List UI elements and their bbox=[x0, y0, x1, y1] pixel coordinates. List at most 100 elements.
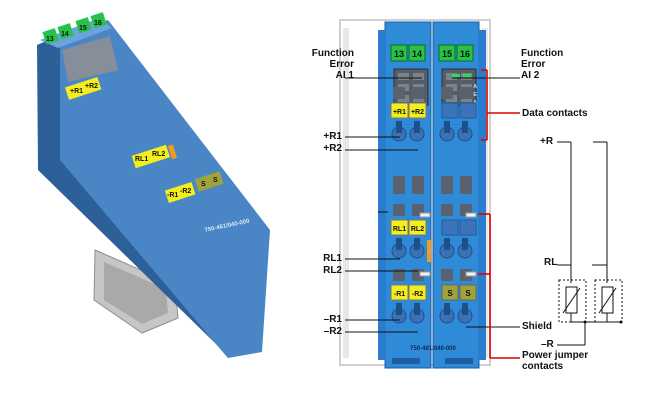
module-shield-label-0: S bbox=[447, 289, 453, 298]
module-grey-tab bbox=[393, 204, 405, 216]
schematic-sensor-box-1 bbox=[558, 279, 587, 323]
module-minus-label-box bbox=[408, 284, 427, 301]
photo-minus-r1: -R1 bbox=[167, 192, 178, 199]
photo-led-window bbox=[62, 36, 118, 82]
module-grey-tab bbox=[441, 87, 453, 99]
photo-plus-r1: +R1 bbox=[70, 88, 83, 95]
module-led-letter-a1: A bbox=[473, 84, 477, 90]
module-led-letter-e1: E bbox=[473, 92, 477, 98]
photo-terminal-14: 14 bbox=[61, 31, 69, 38]
module-clamp-slot bbox=[444, 121, 450, 133]
module-led-green bbox=[463, 74, 471, 77]
label-left-status: Function Error AI 1 bbox=[311, 48, 354, 81]
module-led-cell bbox=[446, 73, 457, 80]
module-grey-tab bbox=[441, 204, 453, 216]
label-shield: Shield bbox=[522, 321, 553, 332]
module-blank-box bbox=[441, 102, 459, 119]
module-shield-blank bbox=[441, 219, 459, 236]
module-part-number: 750-481/040-000 bbox=[410, 346, 456, 352]
module-clamp-slot bbox=[396, 303, 402, 315]
module-led-cell bbox=[398, 73, 409, 80]
schematic-plus-r: +R bbox=[540, 136, 554, 147]
schematic-resistor-2-slash bbox=[598, 287, 617, 314]
module-jumper-contact bbox=[465, 212, 477, 218]
din-rail-slot bbox=[104, 262, 168, 324]
module-minus-label-1: -R2 bbox=[412, 291, 423, 298]
module-rail-left bbox=[343, 28, 349, 358]
photo-rl2: RL2 bbox=[152, 151, 165, 158]
module-clamp-slot bbox=[414, 238, 420, 250]
module-led-green bbox=[452, 74, 460, 77]
module-clamp-slot bbox=[396, 238, 402, 250]
module-flange-left bbox=[378, 30, 386, 360]
module-bottom-clip bbox=[392, 358, 420, 364]
module-terminal-16 bbox=[456, 44, 474, 62]
schematic-minus-r: –R bbox=[541, 339, 554, 350]
module-shield-box-1 bbox=[459, 284, 477, 301]
module-clamp-slot bbox=[444, 238, 450, 250]
module-flange-right bbox=[478, 30, 486, 360]
module-rl-label-box bbox=[390, 219, 409, 236]
module-plus-label-1: +R2 bbox=[411, 109, 424, 116]
photo-plus-r2: +R2 bbox=[85, 83, 98, 90]
module-jumper-contact bbox=[419, 271, 431, 277]
photo-top-terminals: 13 14 15 16 bbox=[42, 12, 107, 45]
label-plus-r1: +R1 bbox=[323, 131, 342, 142]
module-terminal-label-16: 16 bbox=[460, 49, 470, 59]
module-clamp-slot bbox=[462, 121, 468, 133]
module-shield-blank bbox=[459, 219, 477, 236]
label-minus-r2: –R2 bbox=[323, 326, 342, 337]
label-minus-r1: –R1 bbox=[323, 314, 342, 325]
photo-terminal-13: 13 bbox=[46, 36, 54, 43]
label-rl1: RL1 bbox=[323, 253, 342, 264]
module-terminal-label-14: 14 bbox=[412, 49, 422, 59]
module-grey-tab bbox=[393, 269, 405, 281]
module-terminal-label-13: 13 bbox=[394, 49, 404, 59]
module-plus-label-box bbox=[390, 102, 409, 119]
photo-shield-s1: S bbox=[201, 181, 206, 188]
module-shield-box-0 bbox=[441, 284, 459, 301]
module-grey-tab-mid bbox=[393, 176, 405, 194]
module-clamp-slot bbox=[462, 303, 468, 315]
module-shield-label-1: S bbox=[465, 289, 471, 298]
module-clamp-slot bbox=[414, 303, 420, 315]
module-led-cell bbox=[413, 73, 424, 80]
module-jumper-contact bbox=[419, 212, 431, 218]
photo-rl-labels: RL1 RL2 bbox=[131, 144, 178, 169]
module-clamp-slot bbox=[414, 121, 420, 133]
module-orange-jumper bbox=[427, 240, 431, 262]
module-front-face bbox=[60, 20, 270, 358]
photo-rl1: RL1 bbox=[135, 156, 148, 163]
label-rl2: RL2 bbox=[323, 265, 342, 276]
module-rl-label-0: RL1 bbox=[393, 226, 406, 233]
module-grey-tab bbox=[412, 87, 424, 99]
module-grey-tab-mid bbox=[441, 176, 453, 194]
module-grey-tab-mid bbox=[460, 176, 472, 194]
module-terminal-15 bbox=[438, 44, 456, 62]
label-data-contacts: Data contacts bbox=[522, 108, 588, 119]
module-grey-tab bbox=[441, 269, 453, 281]
module-blank-box bbox=[459, 102, 477, 119]
module-terminal-label-15: 15 bbox=[442, 49, 452, 59]
photo-terminal-16: 16 bbox=[94, 20, 102, 27]
module-rl-label-1: RL2 bbox=[411, 226, 424, 233]
schematic-resistor-1-slash bbox=[562, 287, 581, 314]
module-plus-label-0: +R1 bbox=[393, 109, 406, 116]
schematic-sensor-box-2 bbox=[594, 279, 623, 323]
module-plus-label-box bbox=[408, 102, 427, 119]
module-grey-tab bbox=[460, 87, 472, 99]
module-grey-tab bbox=[393, 87, 405, 99]
photo-minus-labels: -R1 -R2 S S bbox=[164, 171, 224, 203]
module-clamp-slot bbox=[444, 303, 450, 315]
module-clamp-slot bbox=[462, 238, 468, 250]
module-rl-label-box bbox=[408, 219, 427, 236]
module-clamp-slot bbox=[396, 121, 402, 133]
photo-plus-labels: +R1 +R2 bbox=[64, 77, 102, 100]
schematic-rl: RL bbox=[544, 257, 558, 268]
label-plus-r2: +R2 bbox=[323, 143, 342, 154]
module-minus-label-box bbox=[390, 284, 409, 301]
module-terminal-13 bbox=[390, 44, 408, 62]
